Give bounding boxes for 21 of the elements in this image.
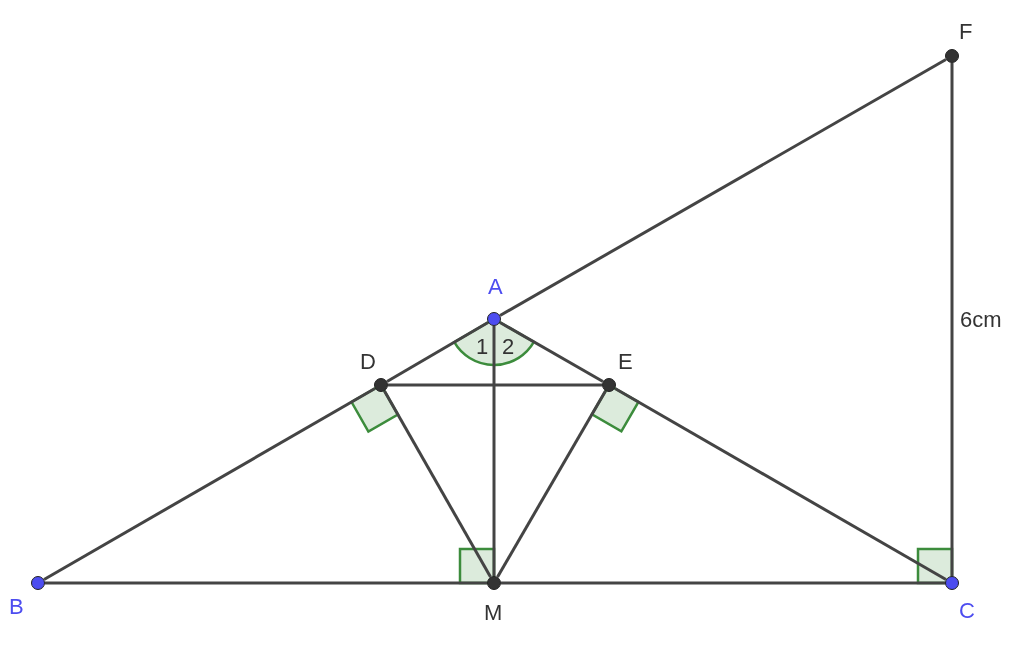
line-segment <box>499 58 947 317</box>
line-segment <box>614 387 947 581</box>
angle-label: 2 <box>502 336 515 358</box>
point-label: D <box>360 351 376 373</box>
line-segment <box>386 321 489 383</box>
line-segment <box>501 581 945 585</box>
point-label: A <box>488 276 503 298</box>
point-label: E <box>618 351 633 373</box>
line-segment <box>496 390 607 578</box>
line-segment <box>388 383 602 387</box>
point-label: B <box>9 596 24 618</box>
line-segment <box>492 326 496 576</box>
line-segment <box>45 581 487 585</box>
point-label: M <box>484 602 503 624</box>
line-segment <box>383 390 492 578</box>
line-segment <box>499 321 604 383</box>
point-label: F <box>959 21 973 43</box>
angle-label: 1 <box>476 336 489 358</box>
line-segment <box>43 387 376 581</box>
point-label: C <box>959 600 975 622</box>
line-segment <box>950 63 954 576</box>
